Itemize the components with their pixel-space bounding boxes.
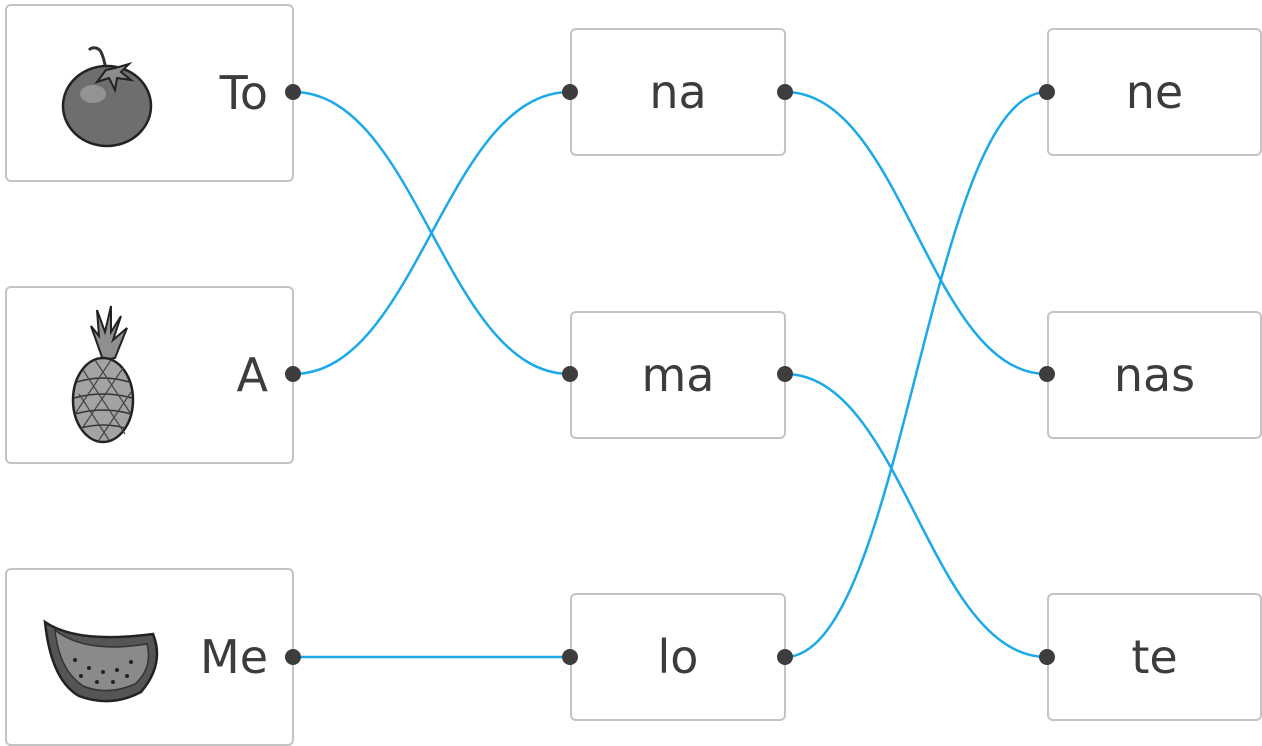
syllable-te: te — [1131, 630, 1178, 684]
connector-dot-to-out[interactable] — [285, 84, 301, 100]
connector-dot-me-out[interactable] — [285, 649, 301, 665]
connection-line-lo-ne — [784, 90, 1048, 659]
connector-dot-ma-out[interactable] — [777, 366, 793, 382]
syllable-nas: nas — [1113, 348, 1196, 402]
connector-dot-lo-in[interactable] — [562, 649, 578, 665]
tomato-icon — [61, 46, 153, 148]
connector-dot-a-out[interactable] — [285, 366, 301, 382]
connection-line-a-na — [292, 90, 571, 376]
card-te: te — [1047, 593, 1262, 721]
connector-dot-nas-in[interactable] — [1039, 366, 1055, 382]
card-nas: nas — [1047, 311, 1262, 439]
card-tomato: To — [5, 4, 294, 182]
connector-dot-na-out[interactable] — [777, 84, 793, 100]
word-a: A — [236, 348, 268, 402]
connection-line-na-nas — [784, 90, 1048, 376]
syllable-ne: ne — [1125, 65, 1184, 119]
connector-dot-ne-in[interactable] — [1039, 84, 1055, 100]
connector-dot-te-in[interactable] — [1039, 649, 1055, 665]
connector-dot-na-in[interactable] — [562, 84, 578, 100]
card-watermelon: Me — [5, 568, 294, 746]
word-to: To — [219, 66, 268, 120]
syllable-ma: ma — [641, 348, 715, 402]
connector-dot-ma-in[interactable] — [562, 366, 578, 382]
syllable-na: na — [649, 65, 707, 119]
card-pineapple: A — [5, 286, 294, 464]
connection-line-ma-te — [784, 372, 1048, 659]
syllable-lo: lo — [657, 630, 699, 684]
connector-dot-lo-out[interactable] — [777, 649, 793, 665]
watermelon-icon — [43, 619, 159, 703]
card-na: na — [570, 28, 786, 156]
pineapple-icon — [71, 305, 135, 444]
word-me: Me — [200, 630, 268, 684]
card-ma: ma — [570, 311, 786, 439]
